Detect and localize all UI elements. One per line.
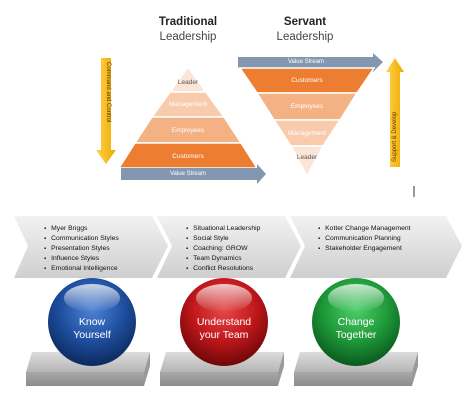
- chevron-2-list: Situational Leadership Social Style Coac…: [186, 224, 260, 274]
- servant-title: Servant: [283, 16, 327, 28]
- chevron-3-list: Kotter Change Management Communication P…: [318, 224, 411, 254]
- sphere-green-text: Change Together: [311, 316, 401, 342]
- command-control-arrow: [96, 58, 116, 164]
- servant-label-management: Management: [288, 130, 326, 137]
- sphere-blue-line2: Yourself: [73, 329, 111, 341]
- sphere-green-line1: Change: [337, 316, 375, 328]
- list-item: Kotter Change Management: [318, 224, 410, 234]
- support-develop-arrow: [386, 58, 404, 167]
- traditional-label-customers: Customers: [172, 153, 204, 160]
- list-item: Communication Planning: [318, 234, 411, 244]
- command-control-label: Command and Control: [105, 62, 111, 123]
- list-item: Coaching: GROW: [186, 244, 260, 254]
- traditional-value-stream-arrow: [121, 164, 266, 184]
- traditional-subtitle: Leadership: [159, 31, 217, 43]
- traditional-label-employees: Employees: [171, 127, 205, 134]
- traditional-pyramid: [117, 65, 259, 169]
- traditional-value-stream-label: Value Stream: [170, 171, 206, 177]
- servant-label-leader: Leader: [296, 154, 318, 161]
- list-item: Influence Styles: [44, 254, 119, 264]
- list-item: Team Dynamics: [186, 254, 260, 264]
- servant-label-employees: Employees: [290, 103, 324, 110]
- traditional-label-management: Management: [169, 101, 207, 108]
- servant-label-customers: Customers: [291, 77, 323, 84]
- sphere-blue-text: Know Yourself: [47, 316, 137, 342]
- servant-value-stream-label: Value Stream: [288, 59, 324, 65]
- sphere-green-line2: Together: [335, 329, 377, 341]
- leadership-diagrams: [96, 53, 415, 197]
- spheres-row: [26, 278, 418, 386]
- sphere-red-text: Understand your Team: [179, 316, 269, 342]
- servant-tier-leader: [289, 145, 325, 178]
- sphere-green-highlight: [328, 284, 384, 312]
- servant-pyramid: [238, 67, 376, 178]
- list-item: Conflict Resolutions: [186, 264, 260, 274]
- sphere-blue-line1: Know: [78, 316, 106, 328]
- list-item: Myer Briggs: [44, 224, 119, 234]
- servant-subtitle: Leadership: [276, 31, 334, 43]
- sphere-blue-highlight: [64, 284, 120, 312]
- list-item: Stakeholder Engagement: [318, 244, 411, 254]
- traditional-title: Traditional: [158, 16, 218, 28]
- list-item: Emotional Intelligence: [44, 264, 119, 274]
- list-item: Presentation Styles: [44, 244, 119, 254]
- list-item: Social Style: [186, 234, 260, 244]
- sphere-red-highlight: [196, 284, 252, 312]
- sphere-red-line2: your Team: [199, 329, 249, 341]
- list-item: Communication Styles: [44, 234, 119, 244]
- traditional-label-leader: Leader: [177, 79, 199, 86]
- support-develop-label: Support & Develop: [392, 111, 398, 162]
- sphere-red-line1: Understand: [196, 316, 252, 328]
- chevron-1-list: Myer Briggs Communication Styles Present…: [44, 224, 119, 274]
- list-item: Situational Leadership: [186, 224, 260, 234]
